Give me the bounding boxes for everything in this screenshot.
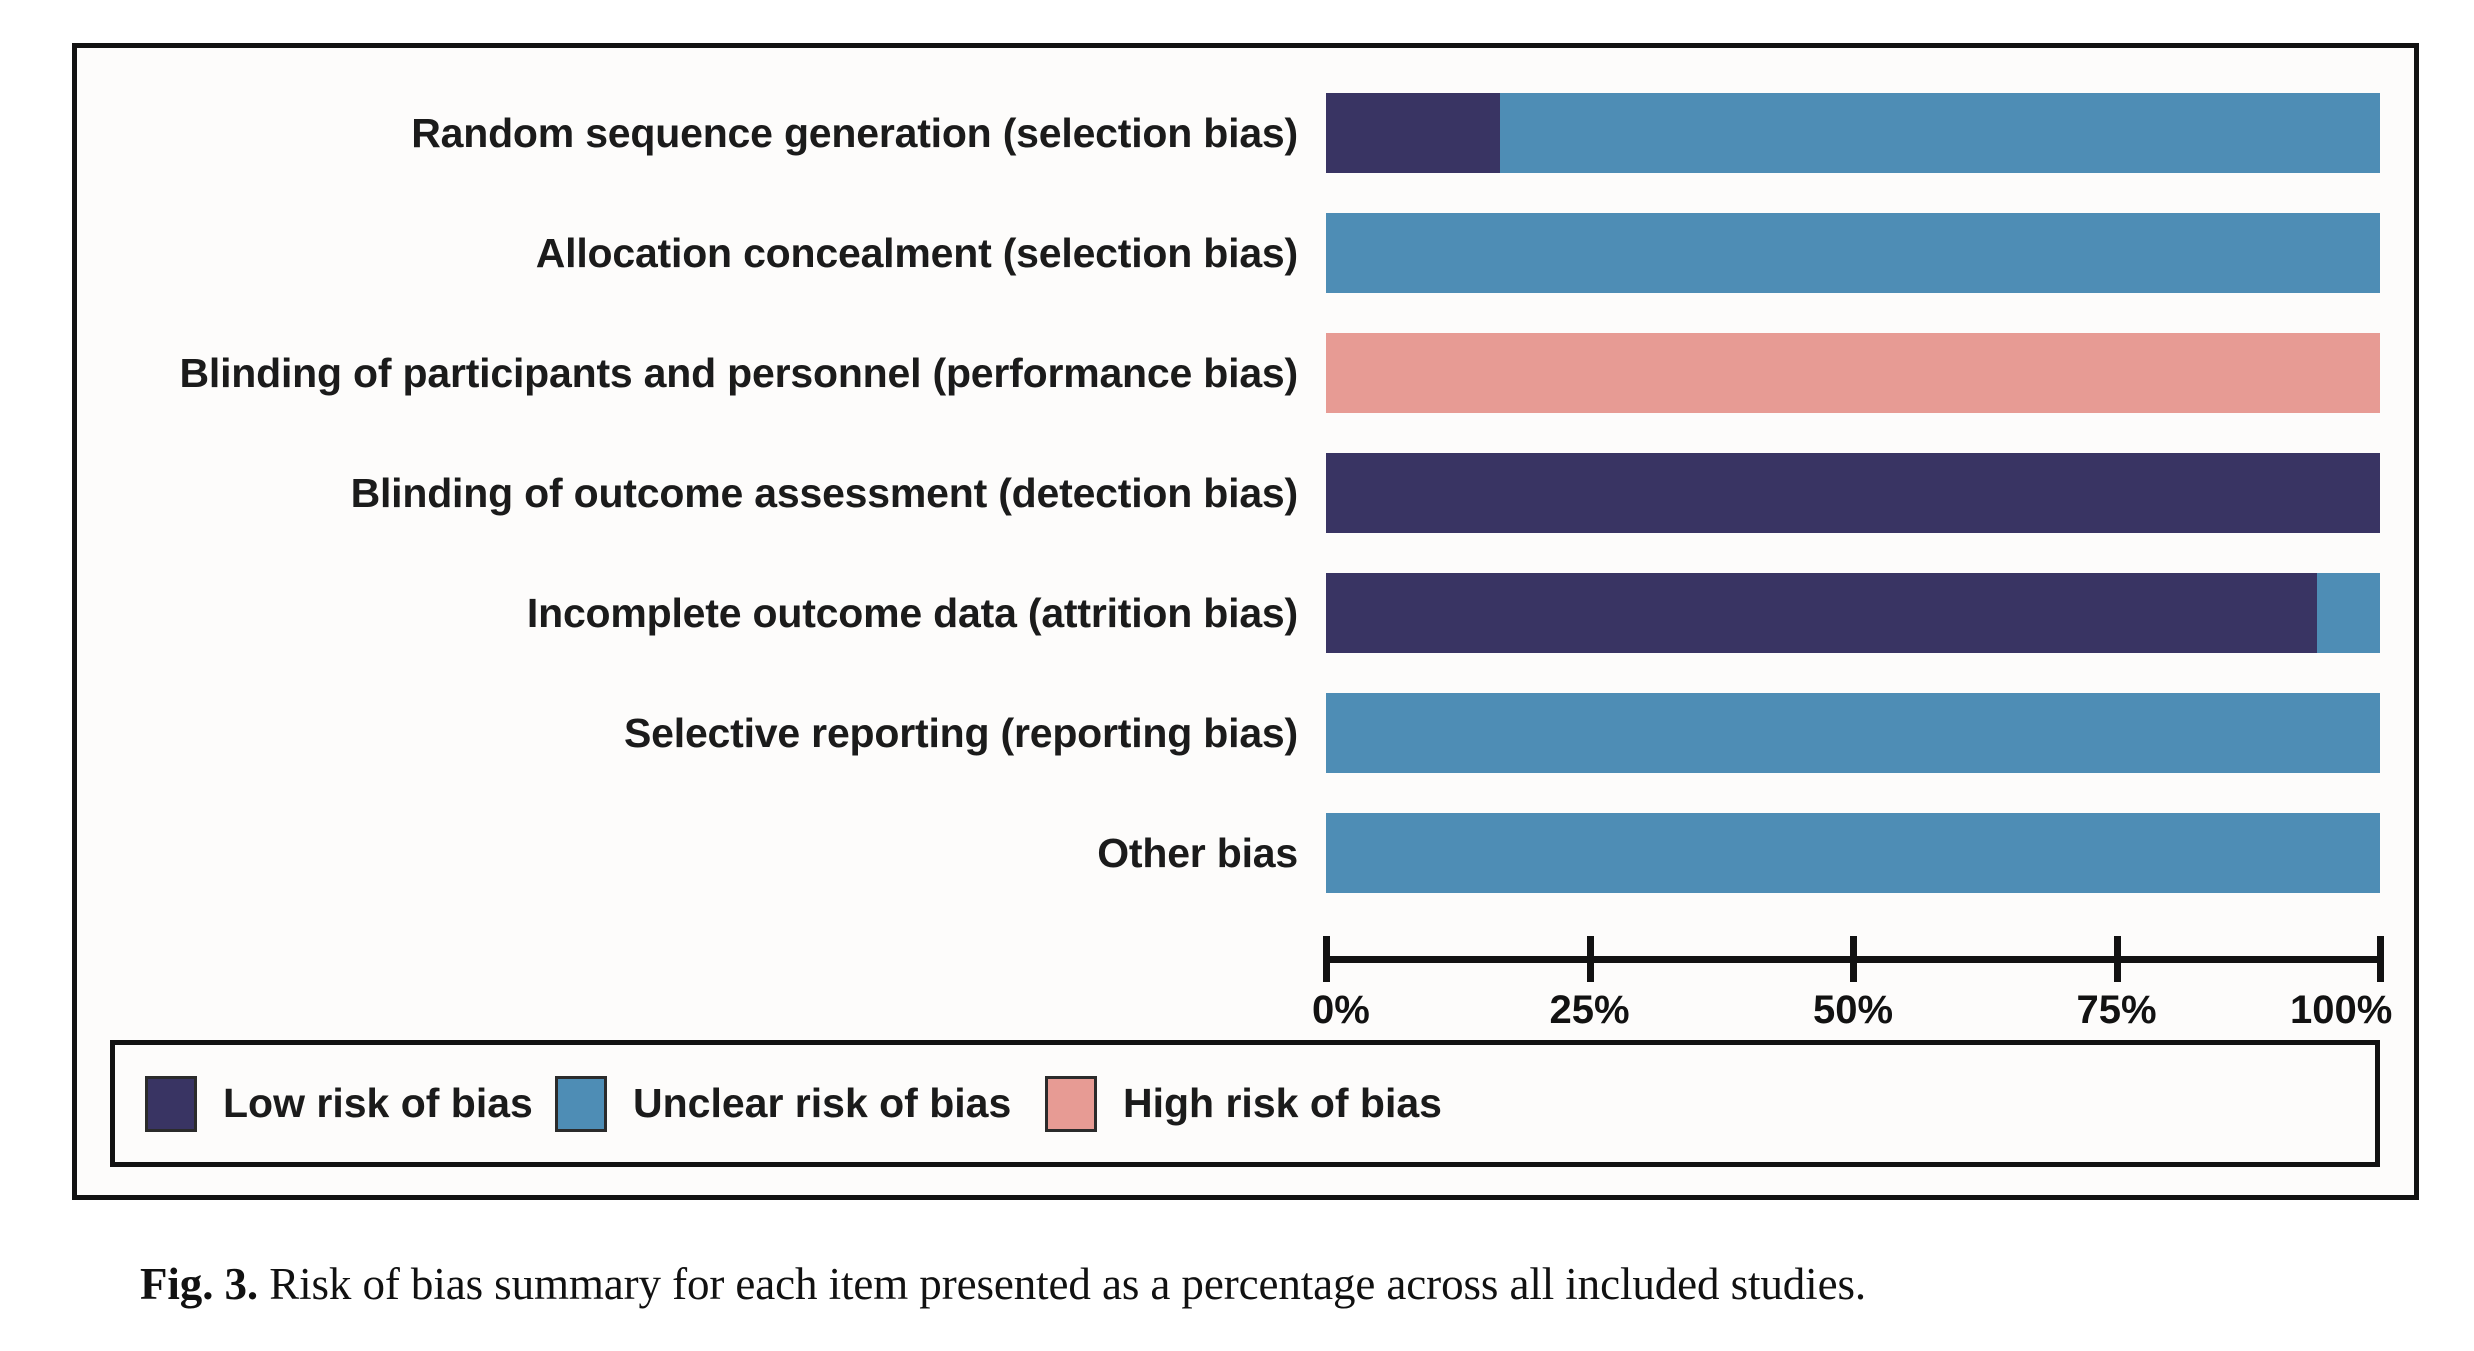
legend-label-high: High risk of bias xyxy=(1123,1080,1442,1126)
bar-segment-high xyxy=(1326,333,2380,413)
bar-row-label: Other bias xyxy=(1097,829,1298,876)
bar-row: Incomplete outcome data (attrition bias) xyxy=(77,573,2414,653)
bar-row-label: Random sequence generation (selection bi… xyxy=(411,109,1298,156)
stacked-bar xyxy=(1326,813,2380,893)
x-axis-tick xyxy=(2113,936,2121,982)
chart-legend: Low risk of bias Unclear risk of bias High… xyxy=(110,1040,2380,1167)
legend-label-low: Low risk of bias xyxy=(223,1080,533,1126)
x-axis-tick xyxy=(2377,936,2384,982)
figure-caption-tag: Fig. 3. xyxy=(140,1259,259,1309)
stacked-bar xyxy=(1326,453,2380,533)
bar-row: Selective reporting (reporting bias) xyxy=(77,693,2414,773)
stacked-bar xyxy=(1326,573,2380,653)
bar-segment-unclear xyxy=(1499,93,2380,173)
stacked-bar xyxy=(1326,93,2380,173)
figure-frame: Random sequence generation (selection bi… xyxy=(72,43,2419,1200)
bar-segment-unclear xyxy=(1326,693,2380,773)
bar-row-label: Selective reporting (reporting bias) xyxy=(624,709,1298,756)
bar-segment-unclear xyxy=(1326,813,2380,893)
bar-segment-unclear xyxy=(1326,213,2380,293)
x-axis-tick-label: 25% xyxy=(1549,988,1630,1032)
figure-caption: Fig. 3. Risk of bias summary for each it… xyxy=(140,1258,2370,1310)
bar-row-label: Allocation concealment (selection bias) xyxy=(535,229,1298,276)
bar-row: Allocation concealment (selection bias) xyxy=(77,213,2414,293)
bar-segment-unclear xyxy=(2316,573,2380,653)
x-axis-tick-label: 75% xyxy=(2076,988,2157,1032)
stacked-bar xyxy=(1326,333,2380,413)
bar-row-label: Blinding of participants and personnel (… xyxy=(179,349,1298,396)
bar-row: Random sequence generation (selection bi… xyxy=(77,93,2414,173)
bar-row: Blinding of outcome assessment (detectio… xyxy=(77,453,2414,533)
risk-of-bias-chart: Random sequence generation (selection bi… xyxy=(77,48,2414,948)
bar-row-label: Blinding of outcome assessment (detectio… xyxy=(350,469,1299,516)
bar-row: Blinding of participants and personnel (… xyxy=(77,333,2414,413)
x-axis-tick xyxy=(1323,936,1330,982)
legend-swatch-low xyxy=(145,1075,197,1132)
stacked-bar xyxy=(1326,693,2380,773)
x-axis-tick-label: 50% xyxy=(1812,988,1894,1032)
bar-row: Other bias xyxy=(77,813,2414,893)
bar-row-label: Incomplete outcome data (attrition bias) xyxy=(526,589,1298,636)
bar-segment-low xyxy=(1326,93,1500,173)
x-axis-tick xyxy=(1850,936,1857,982)
legend-item-unclear[interactable]: Unclear risk of bias xyxy=(555,1075,1012,1132)
bar-segment-low xyxy=(1326,453,2380,533)
legend-swatch-high xyxy=(1045,1075,1097,1132)
bar-segment-low xyxy=(1326,573,2317,653)
legend-label-unclear: Unclear risk of bias xyxy=(633,1080,1012,1126)
x-axis-tick-label: 0% xyxy=(1312,988,1370,1032)
legend-swatch-unclear xyxy=(555,1075,607,1132)
legend-item-low[interactable]: Low risk of bias xyxy=(145,1075,533,1132)
x-axis: 0% 25% 50% 75% 100% xyxy=(1312,936,2392,1036)
legend-item-high[interactable]: High risk of bias xyxy=(1045,1075,1442,1132)
x-axis-tick-label: 100% xyxy=(2289,988,2393,1032)
figure-caption-text: Risk of bias summary for each item prese… xyxy=(269,1259,1867,1309)
x-axis-tick xyxy=(1586,936,1594,982)
stacked-bar xyxy=(1326,213,2380,293)
